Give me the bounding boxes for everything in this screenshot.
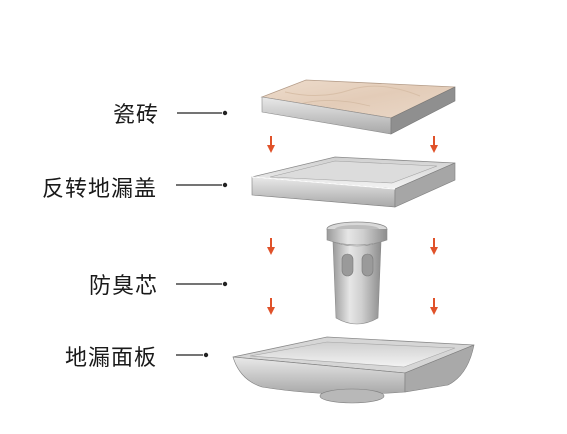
- label-tile: 瓷砖: [113, 103, 160, 128]
- down-arrow-icon: [267, 136, 275, 153]
- down-arrow-icon: [430, 238, 438, 255]
- down-arrow-icon: [267, 238, 275, 255]
- tile-part: [260, 79, 456, 135]
- leader-lines: [176, 110, 228, 358]
- drain-panel-part: [232, 336, 475, 404]
- down-arrow-icon: [267, 298, 275, 315]
- down-arrow-icon: [430, 136, 438, 153]
- label-anti-odor-core: 防臭芯: [89, 274, 159, 299]
- label-drain-panel: 地漏面板: [65, 346, 158, 371]
- anti-odor-core-part: [326, 221, 388, 325]
- arrows-group: [267, 136, 438, 315]
- reversible-cover-part: [251, 156, 456, 208]
- down-arrow-icon: [430, 298, 438, 315]
- label-reversible-cover: 反转地漏盖: [42, 177, 158, 202]
